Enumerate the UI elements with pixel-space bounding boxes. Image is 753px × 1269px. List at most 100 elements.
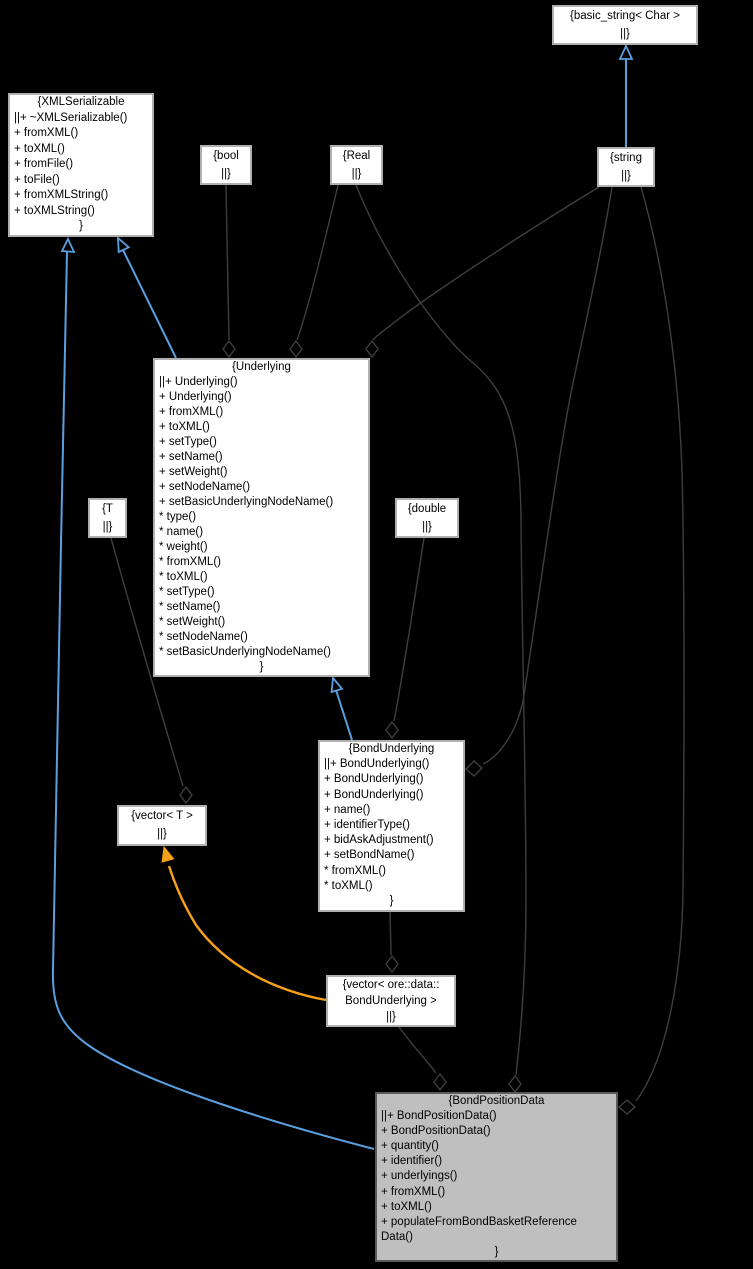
member-line: + toXML() bbox=[159, 421, 210, 433]
aggregation-diamond-icon bbox=[617, 1099, 637, 1115]
aggregation-line bbox=[389, 910, 392, 956]
member-line: * setName() bbox=[159, 601, 221, 613]
inheritance-line bbox=[51, 251, 375, 1150]
template-arrow-icon bbox=[161, 845, 175, 863]
class-member-list: {Real||} bbox=[332, 148, 381, 183]
inheritance-line bbox=[335, 689, 353, 741]
inheritance-arrow-icon bbox=[330, 675, 344, 694]
member-line: ||} bbox=[422, 520, 432, 533]
class-member-list: {BondUnderlying||+ BondUnderlying()+ Bon… bbox=[320, 742, 463, 909]
aggregation-diamond-icon bbox=[385, 954, 399, 974]
class-member-list: {XMLSerializable ||+ ~XMLSerializable() + … bbox=[10, 95, 152, 235]
member-line: + setBasicUnderlyingNodeName() bbox=[159, 496, 334, 508]
inheritance-arrow-icon bbox=[618, 43, 634, 60]
edge-underlying-xmlserializable bbox=[116, 235, 177, 359]
member-line: * setWeight() bbox=[159, 616, 226, 628]
member-line: * setType() bbox=[159, 586, 215, 598]
aggregation-diamond-icon bbox=[385, 720, 399, 740]
member-line: + identifierType() bbox=[324, 819, 410, 832]
template-line bbox=[167, 865, 327, 1002]
member-line: + name() bbox=[324, 803, 371, 816]
aggregation-line bbox=[110, 537, 184, 787]
aggregation-line bbox=[355, 184, 527, 1076]
member-line: ||} bbox=[386, 1010, 396, 1023]
inheritance-line bbox=[122, 249, 177, 359]
member-line: + quantity() bbox=[381, 1140, 439, 1153]
member-line: ||+ BondPositionData() bbox=[381, 1110, 497, 1123]
aggregation-line bbox=[635, 186, 685, 1102]
class-member-list: {bool||} bbox=[202, 148, 250, 183]
class-node-bool[interactable]: {bool||} bbox=[200, 145, 252, 185]
member-line: + fromXMLString() bbox=[14, 189, 109, 201]
edge-string-basicstring bbox=[618, 43, 634, 147]
inheritance-arrow-icon bbox=[60, 236, 76, 254]
member-line: ||} bbox=[157, 827, 167, 840]
member-line: {bool bbox=[213, 150, 239, 162]
member-line: Data() bbox=[381, 1230, 413, 1243]
class-node-bondpositiondata-highlighted[interactable]: {BondPositionData||+ BondPositionData()+… bbox=[375, 1092, 618, 1262]
class-node-xmlserializable[interactable]: {XMLSerializable ||+ ~XMLSerializable() + … bbox=[8, 93, 154, 237]
edge-string-bondunderlying bbox=[464, 186, 613, 777]
aggregation-diamond-icon bbox=[508, 1074, 522, 1094]
member-line: ||+ ~XMLSerializable() bbox=[14, 111, 128, 124]
edge-bool-underlying bbox=[222, 184, 236, 359]
inheritance-arrow-icon bbox=[116, 235, 131, 254]
class-node-real[interactable]: {Real||} bbox=[330, 145, 383, 185]
edge-real-underlying bbox=[289, 184, 339, 359]
class-member-list: {string ||} bbox=[599, 150, 653, 185]
edge-t-vectort bbox=[110, 537, 193, 805]
member-line: * toXML() bbox=[159, 571, 208, 583]
member-line: + fromFile() bbox=[14, 158, 74, 170]
member-line: {BondUnderlying bbox=[348, 743, 435, 755]
member-line: + setWeight() bbox=[159, 466, 228, 478]
member-line: ||} bbox=[621, 169, 631, 182]
aggregation-line bbox=[296, 184, 339, 341]
member-line: + toFile() bbox=[14, 173, 60, 186]
member-line: * name() bbox=[159, 526, 204, 538]
member-line: * weight() bbox=[159, 541, 208, 553]
aggregation-diamond-icon bbox=[289, 339, 303, 359]
member-line: + bidAskAdjustment() bbox=[324, 834, 434, 847]
member-line: BondUnderlying > bbox=[345, 994, 437, 1007]
member-line: } bbox=[494, 1245, 499, 1258]
member-line: + toXML() bbox=[381, 1200, 432, 1213]
member-line: + populateFromBondBasketReference bbox=[381, 1215, 577, 1228]
class-node-double[interactable]: {double||} bbox=[395, 498, 459, 538]
member-line: {T bbox=[102, 503, 113, 515]
class-node-bondunderlying[interactable]: {BondUnderlying||+ BondUnderlying()+ Bon… bbox=[318, 740, 465, 912]
member-line: ||} bbox=[620, 27, 630, 40]
edge-string-underlying bbox=[365, 186, 600, 359]
member-line: + BondUnderlying() bbox=[324, 788, 424, 801]
member-line: {XMLSerializable bbox=[37, 96, 125, 108]
member-line: * setNodeName() bbox=[159, 631, 248, 643]
class-member-list: {vector< ore::data::BondUnderlying >||} bbox=[328, 978, 454, 1025]
aggregation-line bbox=[225, 184, 230, 341]
member-line: + toXML() bbox=[14, 142, 65, 155]
member-line: + setNodeName() bbox=[159, 481, 251, 493]
class-member-list: {Underlying||+ Underlying()+ Underlying(… bbox=[155, 360, 368, 675]
aggregation-diamond-icon bbox=[433, 1072, 447, 1092]
member-line: + identifier() bbox=[381, 1155, 443, 1168]
edge-vectorbond-vectort-template bbox=[161, 845, 327, 1002]
edge-bondunderlying-vectorbond bbox=[385, 910, 399, 974]
member-line: {basic_string< Char > bbox=[570, 10, 680, 22]
member-line: + underlyings() bbox=[381, 1170, 458, 1183]
member-line: ||} bbox=[102, 520, 113, 533]
member-line: {Real bbox=[342, 150, 371, 162]
aggregation-line bbox=[398, 1026, 437, 1074]
edge-bondunderlying-underlying bbox=[330, 675, 353, 741]
member-line: {string bbox=[610, 152, 642, 164]
class-node-vector-bondunderlying[interactable]: {vector< ore::data::BondUnderlying >||} bbox=[326, 975, 456, 1027]
class-node-underlying[interactable]: {Underlying||+ Underlying()+ Underlying(… bbox=[153, 358, 370, 677]
class-node-t[interactable]: {T ||} bbox=[88, 498, 127, 538]
member-line: } bbox=[389, 895, 394, 908]
class-node-string[interactable]: {string ||} bbox=[597, 147, 655, 187]
aggregation-line bbox=[372, 186, 600, 341]
member-line: * fromXML() bbox=[324, 864, 386, 877]
member-line: * type() bbox=[159, 511, 197, 523]
member-line: + fromXML() bbox=[381, 1185, 446, 1198]
aggregation-line bbox=[393, 537, 425, 722]
aggregation-diamond-icon bbox=[365, 339, 379, 359]
class-node-vector-t[interactable]: {vector< T >||} bbox=[117, 805, 207, 846]
class-node-basic-string[interactable]: {basic_string< Char > ||} bbox=[552, 5, 698, 45]
